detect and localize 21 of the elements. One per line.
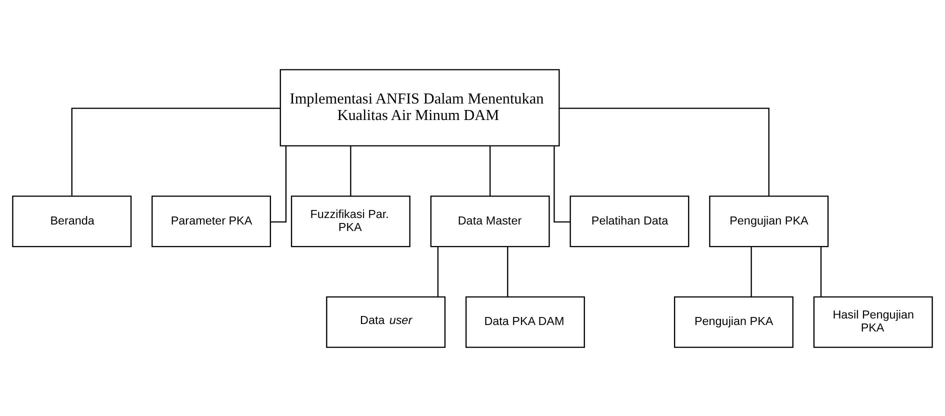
connector	[820, 246, 822, 296]
node-box: Data user	[326, 296, 446, 348]
connector	[270, 146, 287, 222]
node-box: Implementasi ANFIS Dalam Menentukan Kualitas Air Minum DAM	[280, 68, 560, 146]
node-box: Data PKA DAM	[465, 296, 585, 348]
node-box: Pengujian PKA	[674, 296, 794, 348]
node-box: Hasil Pengujian PKA	[813, 296, 933, 348]
node-box: Data Master	[430, 195, 550, 247]
connector	[350, 145, 352, 196]
node-box: Pengujian PKA	[709, 195, 829, 247]
connector	[559, 107, 770, 196]
connector	[507, 246, 508, 296]
connector	[71, 107, 280, 196]
node-box: Fuzzifikasi Par. PKA	[290, 195, 410, 247]
connector	[489, 145, 491, 196]
connector	[750, 246, 752, 296]
node-box: Beranda	[12, 195, 132, 247]
node-box: Parameter PKA	[152, 195, 272, 247]
connector	[437, 246, 439, 296]
node-box: Pelatihan Data	[570, 195, 690, 247]
connector	[554, 146, 570, 222]
